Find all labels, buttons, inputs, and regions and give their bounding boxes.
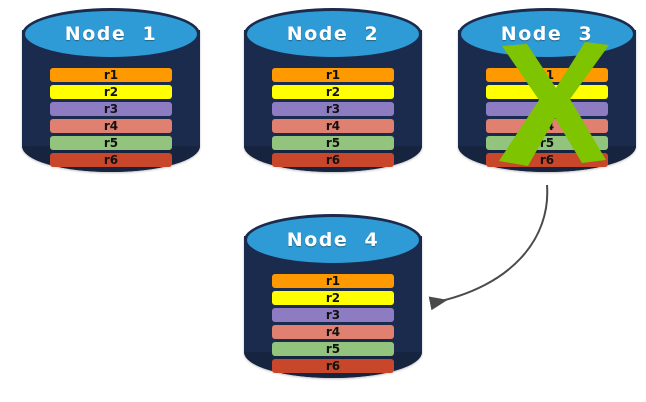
node-2[interactable]: Node 2 r1 r2 r3 r4 r5 r6	[244, 8, 422, 188]
arrow-path	[428, 184, 549, 311]
node-4-record-r2[interactable]: r2	[272, 291, 394, 305]
node-1-record-r4[interactable]: r4	[50, 119, 172, 133]
node-2-record-r5[interactable]: r5	[272, 136, 394, 150]
node-3-records: r1 r2 r3 r4 r5 r6	[486, 68, 608, 167]
node-2-record-r1[interactable]: r1	[272, 68, 394, 82]
node-1-cylinder-top	[22, 8, 200, 60]
node-3-title: Node 3	[500, 23, 594, 45]
node-1[interactable]: Node 1 r1 r2 r3 r4 r5 r6	[22, 8, 200, 188]
node-4[interactable]: Node 4 r1 r2 r3 r4 r5 r6	[244, 214, 422, 394]
node-4-records: r1 r2 r3 r4 r5 r6	[272, 274, 394, 373]
node-2-record-r4[interactable]: r4	[272, 119, 394, 133]
node-1-records: r1 r2 r3 r4 r5 r6	[50, 68, 172, 167]
node-4-record-r6[interactable]: r6	[272, 359, 394, 373]
node-4-title: Node 4	[286, 229, 380, 251]
node-1-record-r6[interactable]: r6	[50, 153, 172, 167]
node-4-cylinder-top	[244, 214, 422, 266]
node-2-record-r3[interactable]: r3	[272, 102, 394, 116]
node-2-cylinder-top	[244, 8, 422, 60]
node-1-record-r3[interactable]: r3	[50, 102, 172, 116]
node-1-title: Node 1	[64, 23, 158, 45]
node-2-title: Node 2	[286, 23, 380, 45]
node-3-record-r6[interactable]: r6	[486, 153, 608, 167]
node-4-record-r5[interactable]: r5	[272, 342, 394, 356]
node-3-record-r1[interactable]: r1	[486, 68, 608, 82]
node-3-record-r3[interactable]: r3	[486, 102, 608, 116]
node-1-record-r5[interactable]: r5	[50, 136, 172, 150]
node-3-record-r4[interactable]: r4	[486, 119, 608, 133]
node-4-record-r3[interactable]: r3	[272, 308, 394, 322]
node-3[interactable]: Node 3 r1 r2 r3 r4 r5 r6	[458, 8, 636, 188]
node-3-record-r2[interactable]: r2	[486, 85, 608, 99]
node-2-records: r1 r2 r3 r4 r5 r6	[272, 68, 394, 167]
node-4-record-r4[interactable]: r4	[272, 325, 394, 339]
node-4-record-r1[interactable]: r1	[272, 274, 394, 288]
node-2-record-r2[interactable]: r2	[272, 85, 394, 99]
node-2-record-r6[interactable]: r6	[272, 153, 394, 167]
node-1-record-r2[interactable]: r2	[50, 85, 172, 99]
node-3-record-r5[interactable]: r5	[486, 136, 608, 150]
node-1-record-r1[interactable]: r1	[50, 68, 172, 82]
